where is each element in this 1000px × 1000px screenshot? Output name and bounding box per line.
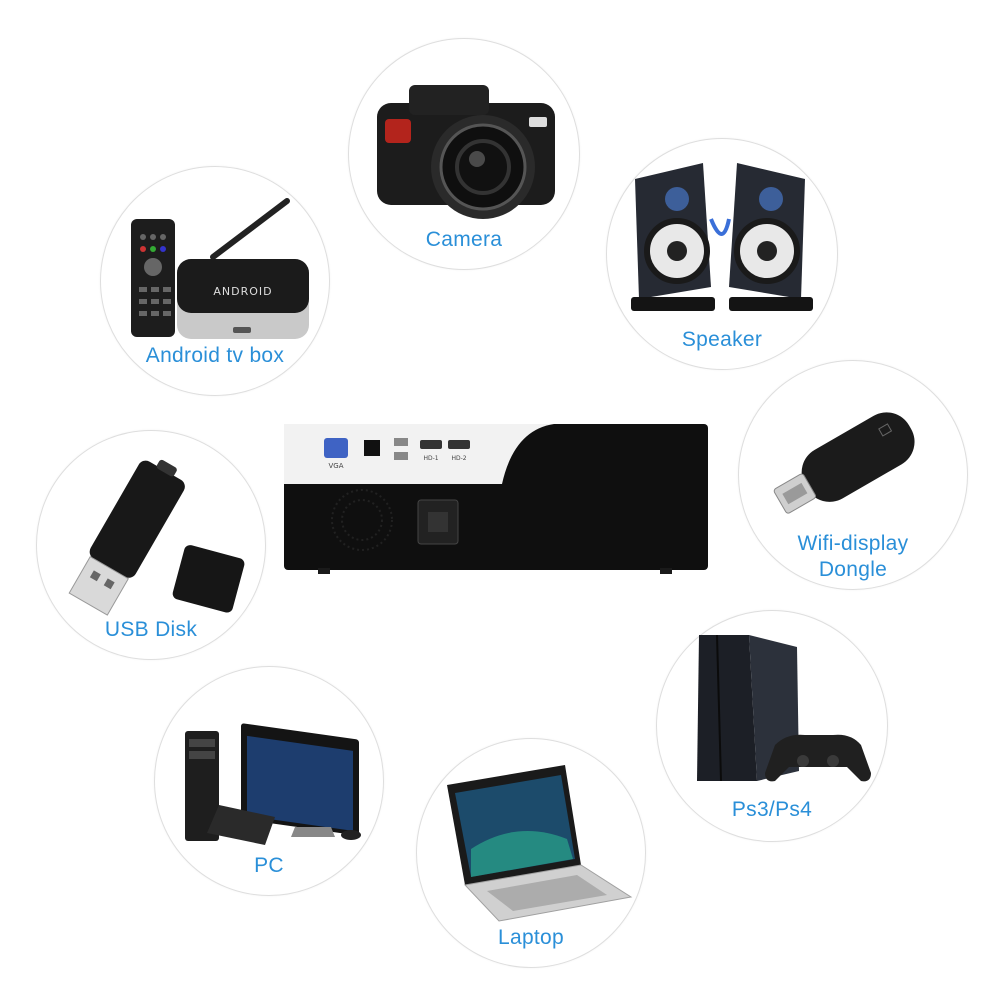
speaker-icon: [631, 163, 813, 311]
pc-icon: [185, 723, 361, 845]
projector: VGA HD-1 HD-2: [284, 424, 708, 576]
usb-disk-icon: [68, 459, 245, 616]
usb-circle: USB Disk: [36, 430, 266, 660]
laptop-label: Laptop: [497, 926, 565, 949]
projector-icon: VGA HD-1 HD-2: [284, 424, 708, 574]
android-label: Android tv box: [145, 344, 285, 367]
camera-circle: Camera: [348, 38, 580, 270]
vga-port-label: VGA: [328, 462, 343, 470]
hd2-port-label: HD-2: [451, 455, 466, 462]
wifi-label-line2: Dongle: [818, 558, 888, 581]
camera-label: Camera: [425, 228, 503, 251]
pc-label: PC: [254, 854, 284, 877]
camera-icon: [377, 85, 555, 219]
android-brand-text: ANDROID: [213, 285, 272, 298]
wifi-label-line1: Wifi-display: [797, 532, 909, 555]
ps-circle: Ps3/Ps4: [656, 610, 888, 842]
ps-console-icon: [697, 634, 871, 782]
speaker-circle: Speaker: [606, 138, 838, 370]
ps-label: Ps3/Ps4: [731, 798, 813, 821]
hd1-port-label: HD-1: [423, 455, 438, 462]
laptop-circle: Laptop: [416, 738, 646, 968]
usb-label: USB Disk: [104, 618, 198, 641]
android-tv-box-icon: ANDROID: [131, 198, 309, 339]
wifi-circle: Wifi-display Dongle: [738, 360, 968, 590]
pc-circle: PC: [154, 666, 384, 896]
laptop-icon: [447, 765, 633, 922]
android-circle: ANDROID Android tv box: [100, 166, 330, 396]
wifi-dongle-icon: [773, 412, 915, 514]
speaker-label: Speaker: [681, 328, 763, 351]
